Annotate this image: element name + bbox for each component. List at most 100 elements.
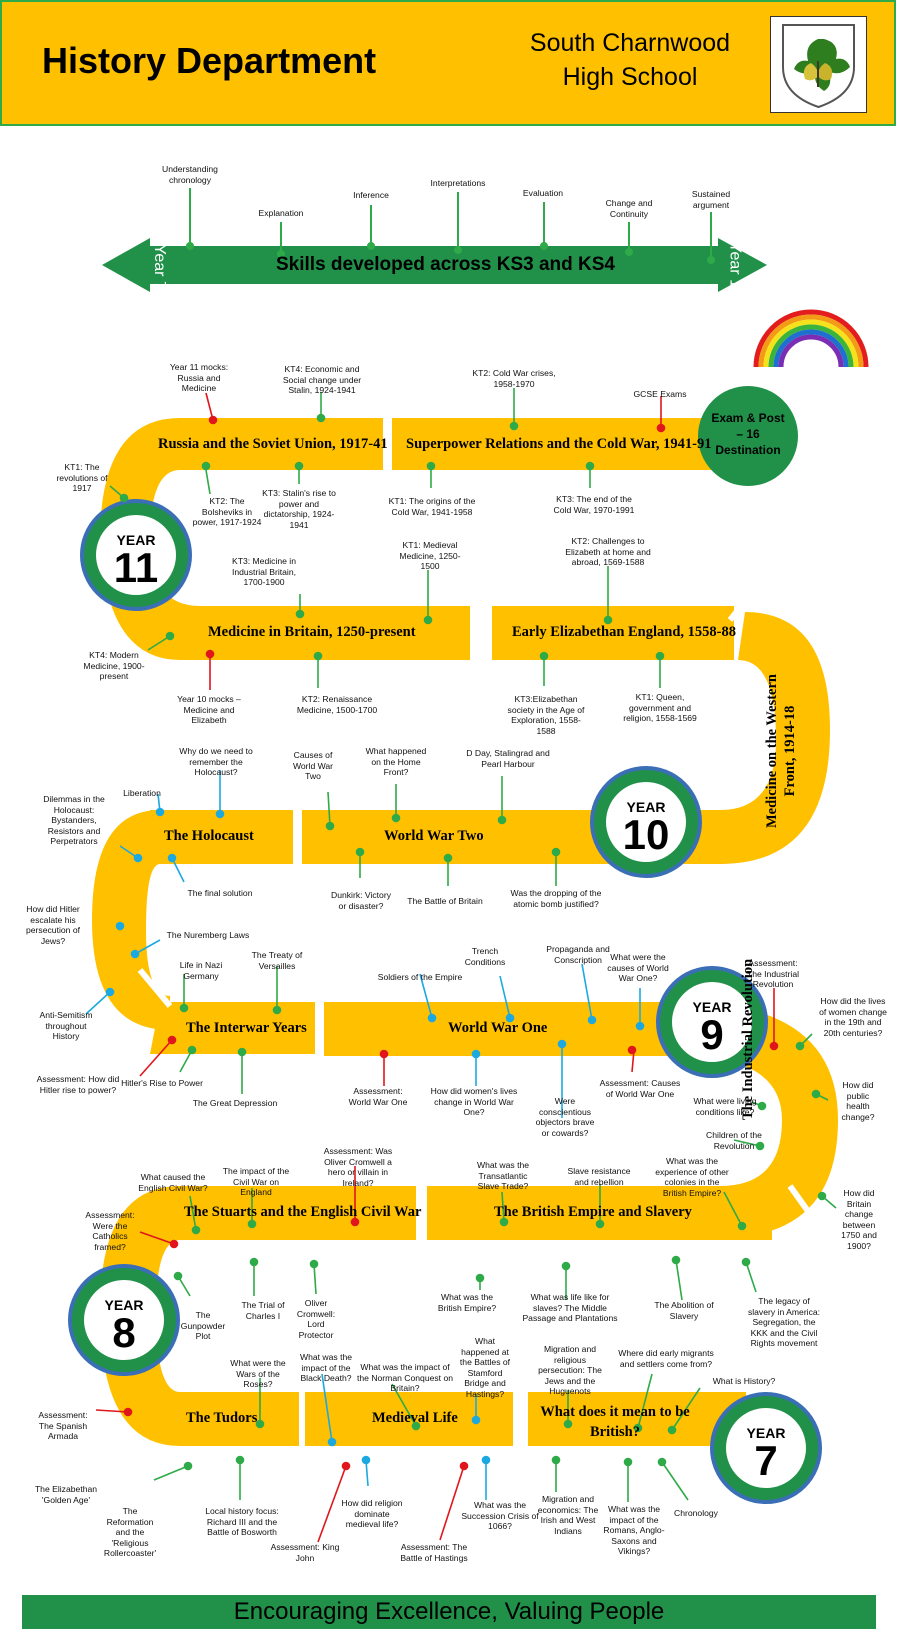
label: The Elizabethan 'Golden Age' — [34, 1484, 98, 1505]
skill-label: Change and Continuity — [605, 198, 653, 219]
label: What were the Wars of the Roses? — [230, 1358, 286, 1389]
label: What was the British Empire? — [437, 1292, 497, 1313]
label: Anti-Semitism throughout History — [39, 1010, 93, 1041]
label: KT2: Challenges to Elizabeth at home and… — [565, 536, 651, 567]
year-10-number: 10 — [622, 811, 670, 858]
year-10-word: YEAR — [626, 799, 666, 815]
label: KT4: Modern Medicine, 1900-present — [83, 650, 145, 681]
topic-interwar: The Interwar Years — [186, 1020, 307, 1036]
label: KT1: Medieval Medicine, 1250-1500 — [399, 540, 461, 571]
topic-stuarts: The Stuarts and the English Civil War — [184, 1204, 422, 1220]
label: Was the dropping of the atomic bomb just… — [510, 888, 602, 909]
label: Children of the Revolution — [706, 1130, 762, 1151]
year-8-number: 8 — [112, 1309, 136, 1356]
label: Oliver Cromwell: Lord Protector — [296, 1298, 336, 1340]
year-11-word: YEAR — [116, 532, 156, 548]
label: The impact of the Civil War on England — [222, 1166, 290, 1197]
label: Chronology — [674, 1508, 718, 1518]
year-badges — [68, 499, 822, 1504]
skill-label: Sustained argument — [691, 189, 731, 210]
label: What were living conditions like? — [693, 1096, 757, 1117]
label: The Gunpowder Plot — [180, 1310, 226, 1341]
school-name-line2: High School — [562, 63, 698, 91]
label: How did Hitler escalate his persecution … — [26, 904, 80, 946]
label: Assessment: The Spanish Armada — [38, 1410, 88, 1441]
label: Assessment: Causes of World War One — [599, 1078, 681, 1099]
label: Life in Nazi Germany — [179, 960, 223, 981]
skill-label: Inference — [353, 190, 389, 200]
year-8-word: YEAR — [104, 1297, 144, 1313]
label: Dilemmas in the Holocaust: Bystanders, R… — [43, 794, 105, 846]
label: Assessment: How did Hitler rise to power… — [36, 1074, 120, 1095]
school-name: South Charnwood High School — [520, 26, 740, 94]
skills-arrow — [102, 238, 767, 292]
label: Trench Conditions — [464, 946, 506, 967]
label: Slave resistance and rebellion — [567, 1166, 631, 1187]
label: The Great Depression — [192, 1098, 278, 1108]
label: Assessment: Were the Catholics framed? — [85, 1210, 135, 1252]
year-9-word: YEAR — [692, 999, 732, 1015]
skills-connectors — [186, 188, 715, 264]
label: Year 11 mocks: Russia and Medicine — [169, 362, 229, 393]
header-banner — [0, 0, 896, 126]
topic-cold-war: Superpower Relations and the Cold War, 1… — [406, 436, 712, 452]
topic-medieval: Medieval Life — [372, 1410, 458, 1426]
label: Where did early migrants and settlers co… — [618, 1348, 714, 1369]
label: D Day, Stalingrad and Pearl Harbour — [466, 748, 550, 769]
skills-left-year: Year 7 — [150, 244, 168, 290]
exam-circle — [698, 386, 798, 486]
school-name-line1: South Charnwood — [529, 29, 731, 57]
label: KT2: Renaissance Medicine, 1500-1700 — [296, 694, 378, 715]
label: What was the impact of the Romans, Anglo… — [603, 1504, 665, 1556]
label: How did Britain change between 1750 and … — [841, 1188, 877, 1251]
year-11-number: 11 — [113, 544, 159, 591]
label: Year 10 mocks – Medicine and Elizabeth — [177, 694, 241, 725]
skill-label: Evaluation — [522, 188, 564, 198]
label: KT3: Medicine in Industrial Britain, 170… — [231, 556, 296, 587]
label: Propaganda and Conscription — [546, 944, 610, 965]
label: KT3:Elizabethan society in the Age of Ex… — [507, 694, 585, 736]
label: Assessment: The Industrial Revolution — [746, 958, 800, 989]
topic-russia: Russia and the Soviet Union, 1917-41 — [158, 436, 388, 452]
label: What happened on the Home Front? — [365, 746, 427, 777]
topic-western-front: Medicine on the Western Front, 1914-18 — [764, 674, 798, 828]
label: Assessment: The Battle of Hastings — [400, 1542, 468, 1563]
year-7-number: 7 — [754, 1437, 778, 1484]
label: Causes of World War Two — [292, 750, 334, 781]
label: Assessment: King John — [270, 1542, 340, 1563]
topic-holocaust: The Holocaust — [164, 828, 254, 844]
topic-ww1: World War One — [448, 1020, 548, 1036]
label: What was the impact of the Black Death? — [299, 1352, 353, 1383]
label: What were the causes of World War One? — [607, 952, 669, 983]
topic-connectors — [85, 388, 837, 1543]
label: Why do we need to remember the Holocaust… — [179, 746, 253, 777]
topic-tudors: The Tudors — [186, 1410, 258, 1426]
label: Dunkirk: Victory or disaster? — [330, 890, 391, 911]
rainbow-icon — [753, 309, 869, 368]
year-7-word: YEAR — [746, 1425, 786, 1441]
label: The final solution — [187, 888, 253, 898]
label: Were conscientious objectors brave or co… — [535, 1096, 595, 1138]
label: GCSE Exams — [633, 389, 687, 399]
skill-label: Interpretations — [430, 178, 486, 188]
topic-medicine: Medicine in Britain, 1250-present — [208, 624, 416, 640]
label: Migration and religious persecution: The… — [538, 1344, 602, 1396]
label: KT1: The revolutions of 1917 — [56, 462, 108, 493]
topic-elizabethan: Early Elizabethan England, 1558-88 — [512, 624, 736, 640]
skills-right-year: Year 11 — [726, 242, 744, 296]
label: How did the lives of women change in the… — [819, 996, 887, 1038]
label: The Trial of Charles I — [241, 1300, 285, 1321]
label: Liberation — [123, 788, 161, 798]
school-crest-logo — [770, 16, 867, 113]
label: Soldiers of the Empire — [377, 972, 463, 982]
label: The Reformation and the 'Religious Rolle… — [103, 1506, 157, 1558]
exam-destination-label: Exam & Post – 16 Destination — [711, 411, 785, 457]
topic-british: What does it mean to be British? — [540, 1404, 690, 1440]
label: The Nuremberg Laws — [166, 930, 250, 940]
label: Migration and economics: The Irish and W… — [537, 1494, 599, 1536]
road-gaps — [137, 412, 813, 1452]
label: What was the impact of the Norman Conque… — [356, 1362, 454, 1393]
skill-label: Understanding chronology — [162, 164, 218, 185]
label: What is History? — [712, 1376, 776, 1386]
